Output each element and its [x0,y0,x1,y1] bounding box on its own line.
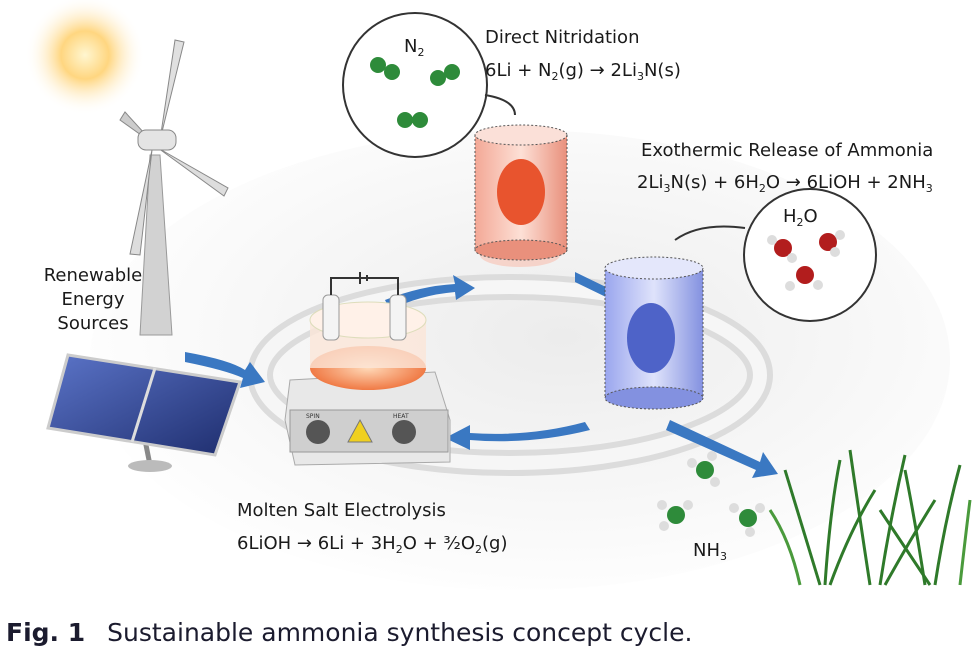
caption-text: Sustainable ammonia synthesis concept cy… [107,618,693,647]
direct-nitridation-equation: 6Li + N2(g) → 2Li3N(s) [485,60,681,83]
label-line: Energy [61,289,125,310]
solar-panel [46,353,242,472]
label-line: Renewable [43,265,143,286]
crop-plants [768,449,972,586]
flow-arrows [185,272,778,478]
renewable-energy-label: Renewable Energy Sources [38,264,148,336]
hot-plate [284,272,451,466]
figure-caption: Fig. 1 Sustainable ammonia synthesis conc… [6,618,692,647]
cycle-illustration: SPIN HEAT [25,0,972,590]
heat-label: HEAT [393,413,409,420]
nitridation-reactor [474,124,568,267]
caption-label: Fig. 1 [6,618,86,647]
nh3-label: NH3 [693,540,727,563]
electrolysis-title: Molten Salt Electrolysis [237,500,446,521]
h2o-label: H2O [783,206,818,229]
direct-nitridation-title: Direct Nitridation [485,27,640,48]
sun-icon [25,0,145,115]
wind-turbine [119,39,229,336]
label-line: Sources [57,313,129,334]
h2o-inset [674,188,877,322]
hydrolysis-reactor [604,256,704,410]
spin-label: SPIN [306,413,320,420]
n2-label: N2 [404,36,425,59]
n2-inset [342,12,516,158]
nh3-molecules [657,451,765,537]
electrolysis-equation: 6LiOH → 6Li + 3H2O + ³⁄₂O2(g) [237,533,508,556]
ammonia-release-equation: 2Li3N(s) + 6H2O → 6LiOH + 2NH3 [637,172,933,195]
ammonia-release-title: Exothermic Release of Ammonia [641,140,934,161]
